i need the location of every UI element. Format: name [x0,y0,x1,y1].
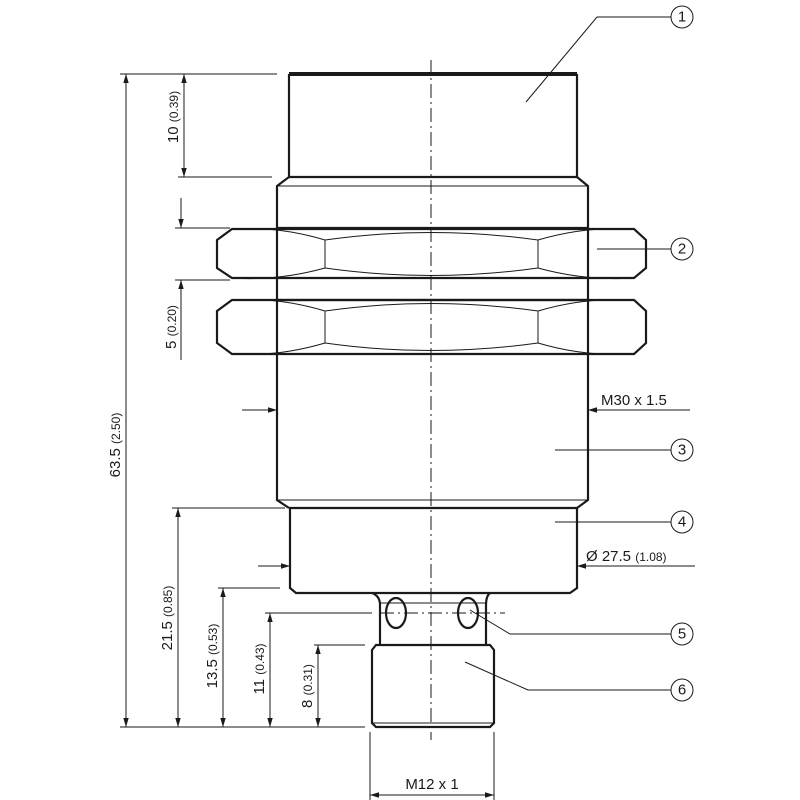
callout-1: 1 [670,5,694,29]
mounting-nut-lower [215,298,648,356]
callout-3: 3 [670,438,694,462]
dim-neck-length: 13.5 (0.53) [204,624,221,689]
dim-total-length: 63.5 (2.50) [107,413,124,478]
mounting-nut-upper [215,227,648,280]
sensor-cap [287,72,579,177]
dim-connector-length: 8 (0.31) [299,664,316,708]
callout-5: 5 [670,622,694,646]
dim-cap-length: 10 (0.39) [165,91,182,143]
svg-text:1: 1 [678,9,686,26]
dim-lower-length: 21.5 (0.85) [159,586,176,651]
dim-thread: M30 x 1.5 [601,392,667,409]
callout-4: 4 [670,510,694,534]
svg-text:2: 2 [678,241,686,258]
dim-diameter: Ø 27.5 (1.08) [586,548,667,565]
dim-connector-thread: M12 x 1 [405,776,458,793]
m12-connector [370,643,496,729]
lower-housing [288,506,579,595]
dim-led-position: 11 (0.43) [251,643,268,694]
svg-text:3: 3 [678,442,686,459]
connector-neck [371,591,505,645]
callout-6: 6 [670,678,694,702]
dim-nut-thickness: 5 (0.20) [163,305,180,349]
callout-leaders [464,16,671,691]
svg-text:4: 4 [678,514,686,531]
svg-text:5: 5 [678,626,686,643]
svg-text:6: 6 [678,682,686,699]
threaded-body [275,175,590,509]
dimension-lines [120,73,695,800]
callout-2: 2 [670,237,694,261]
